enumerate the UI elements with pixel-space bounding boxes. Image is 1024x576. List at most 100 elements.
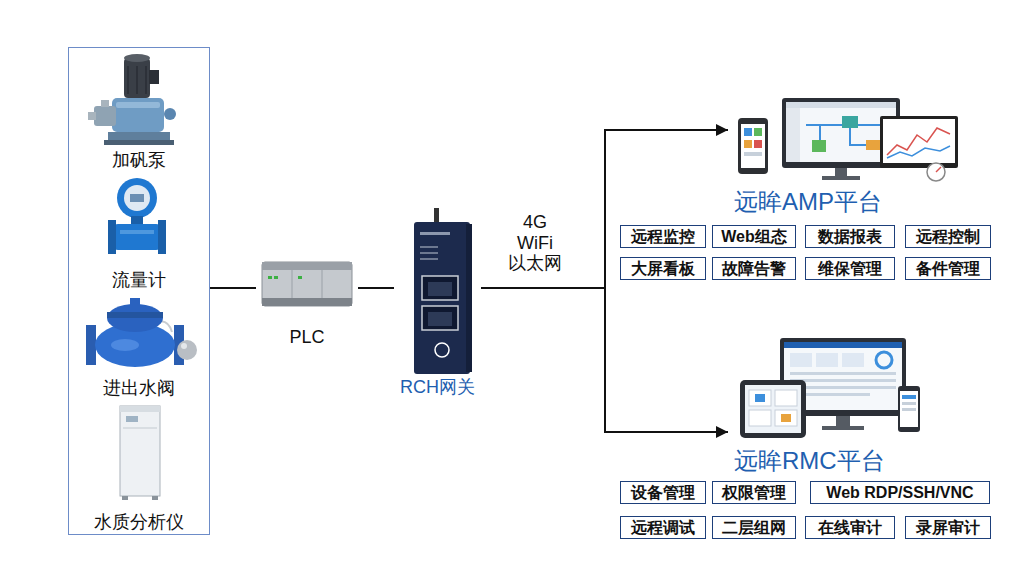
flowmeter-picture bbox=[117, 178, 157, 218]
flowmeter-picture bbox=[124, 185, 150, 211]
rmc-screens-picture bbox=[784, 342, 902, 348]
gateway-picture bbox=[420, 232, 450, 235]
valve-picture bbox=[86, 325, 96, 365]
amp-screens-picture bbox=[754, 128, 762, 136]
rmc-screens-picture bbox=[822, 426, 864, 430]
rmc-screens-picture bbox=[781, 414, 791, 422]
flowmeter-picture bbox=[114, 224, 160, 250]
platform-title: 远眸AMP平台 bbox=[734, 188, 882, 216]
feature-box: 数据报表 bbox=[805, 225, 895, 248]
valve-picture bbox=[86, 298, 197, 367]
plc-picture bbox=[292, 270, 293, 298]
valve-picture bbox=[111, 339, 139, 351]
flowmeter-picture bbox=[108, 178, 166, 254]
valve-picture bbox=[107, 312, 163, 318]
feature-box: 备件管理 bbox=[905, 257, 991, 280]
rmc-screens-picture bbox=[902, 402, 916, 405]
rmc-screens-picture bbox=[816, 353, 838, 367]
amp-screens-picture bbox=[936, 167, 941, 172]
amp-screens-picture bbox=[754, 140, 762, 148]
plc-label: PLC bbox=[287, 326, 326, 348]
amp-screens-picture bbox=[744, 152, 762, 156]
rmc-screens-picture bbox=[740, 380, 806, 438]
feature-label: Web RDP/SSH/VNC bbox=[826, 483, 973, 502]
flowmeter-picture bbox=[108, 220, 116, 254]
feature-label: 备件管理 bbox=[916, 259, 980, 278]
metering-pump-picture bbox=[104, 140, 174, 145]
rmc-screens-picture bbox=[755, 394, 765, 402]
water-analyzer-picture bbox=[122, 496, 128, 500]
plc-picture bbox=[268, 276, 272, 279]
amp-screens-picture bbox=[738, 98, 958, 181]
rmc-screens-picture bbox=[902, 395, 916, 399]
amp-screens-picture bbox=[786, 102, 896, 162]
feature-label: Web组态 bbox=[721, 227, 786, 246]
rmc-screens-picture bbox=[900, 391, 918, 427]
amp-screens-picture bbox=[738, 118, 768, 174]
rmc-screens-picture bbox=[775, 390, 797, 406]
gateway-picture bbox=[466, 224, 472, 372]
amp-screens-picture bbox=[835, 168, 847, 176]
platform-block: 远眸AMP平台 bbox=[728, 90, 968, 216]
water-analyzer-picture bbox=[152, 496, 158, 500]
device-label: 流量计 bbox=[110, 269, 168, 291]
metering-pump-picture bbox=[101, 100, 109, 107]
rmc-screens-picture bbox=[902, 408, 916, 411]
amp-screens-picture bbox=[812, 140, 826, 152]
amp-screens-picture bbox=[744, 140, 752, 148]
platform-block: 远眸RMC平台 bbox=[728, 335, 968, 475]
connector-group bbox=[210, 130, 728, 432]
plc-picture bbox=[274, 276, 278, 279]
amp-screens-picture bbox=[866, 140, 882, 150]
plc-picture bbox=[262, 262, 352, 270]
gateway-picture bbox=[422, 306, 458, 330]
flowmeter-picture bbox=[158, 220, 166, 254]
metering-pump-picture bbox=[116, 102, 160, 108]
valve-picture bbox=[177, 340, 197, 360]
rmc-screens-picture bbox=[876, 352, 892, 368]
feature-box: 设备管理 bbox=[620, 481, 706, 504]
plc-picture bbox=[262, 298, 352, 306]
feature-box: 在线审计 bbox=[805, 516, 895, 539]
gateway-picture bbox=[428, 282, 452, 296]
metering-pump-picture bbox=[164, 108, 176, 120]
metering-pump-picture bbox=[124, 54, 150, 62]
gateway-picture bbox=[420, 252, 438, 254]
metering-pump-picture bbox=[136, 66, 138, 94]
edge-label: 4G WiFi 以太网 bbox=[506, 212, 564, 274]
device-item: 流量计 bbox=[70, 177, 208, 291]
flowmeter-picture bbox=[120, 230, 154, 234]
device-panel: 加矾泵流量计进出水阀水质分析仪 bbox=[68, 47, 210, 535]
metering-pump-picture bbox=[88, 112, 96, 120]
feature-box: 远程调试 bbox=[620, 516, 706, 539]
device-item: 水质分析仪 bbox=[70, 405, 208, 533]
flowmeter-picture bbox=[130, 194, 144, 202]
metering-pump-picture bbox=[112, 98, 164, 132]
connector bbox=[481, 130, 728, 288]
gateway-picture bbox=[420, 258, 438, 260]
rmc-screens-picture bbox=[836, 416, 850, 426]
gateway-picture bbox=[420, 246, 438, 248]
feature-label: 维保管理 bbox=[818, 259, 882, 278]
metering-pump-picture bbox=[94, 106, 116, 126]
rmc-screens-picture bbox=[775, 410, 797, 426]
valve-picture bbox=[181, 343, 187, 349]
device-label: 加矾泵 bbox=[110, 149, 168, 171]
feature-label: 数据报表 bbox=[818, 227, 882, 246]
feature-box: Web组态 bbox=[712, 225, 796, 248]
rmc-screens-picture bbox=[898, 386, 920, 432]
rmc-screens-picture bbox=[790, 379, 896, 382]
feature-label: 远程监控 bbox=[631, 227, 695, 246]
connector bbox=[358, 287, 394, 289]
amp-screens-picture bbox=[744, 128, 752, 136]
amp-screens-picture bbox=[880, 116, 958, 168]
feature-box: 权限管理 bbox=[712, 481, 796, 504]
feature-label: 远程调试 bbox=[631, 518, 695, 537]
water-analyzer-picture bbox=[120, 406, 160, 500]
amp-screens-picture bbox=[887, 146, 950, 158]
gateway-device: RCH网关 bbox=[394, 200, 481, 398]
metering-pump-picture bbox=[124, 58, 150, 98]
gateway-picture bbox=[414, 208, 472, 374]
plc-picture bbox=[298, 276, 302, 279]
